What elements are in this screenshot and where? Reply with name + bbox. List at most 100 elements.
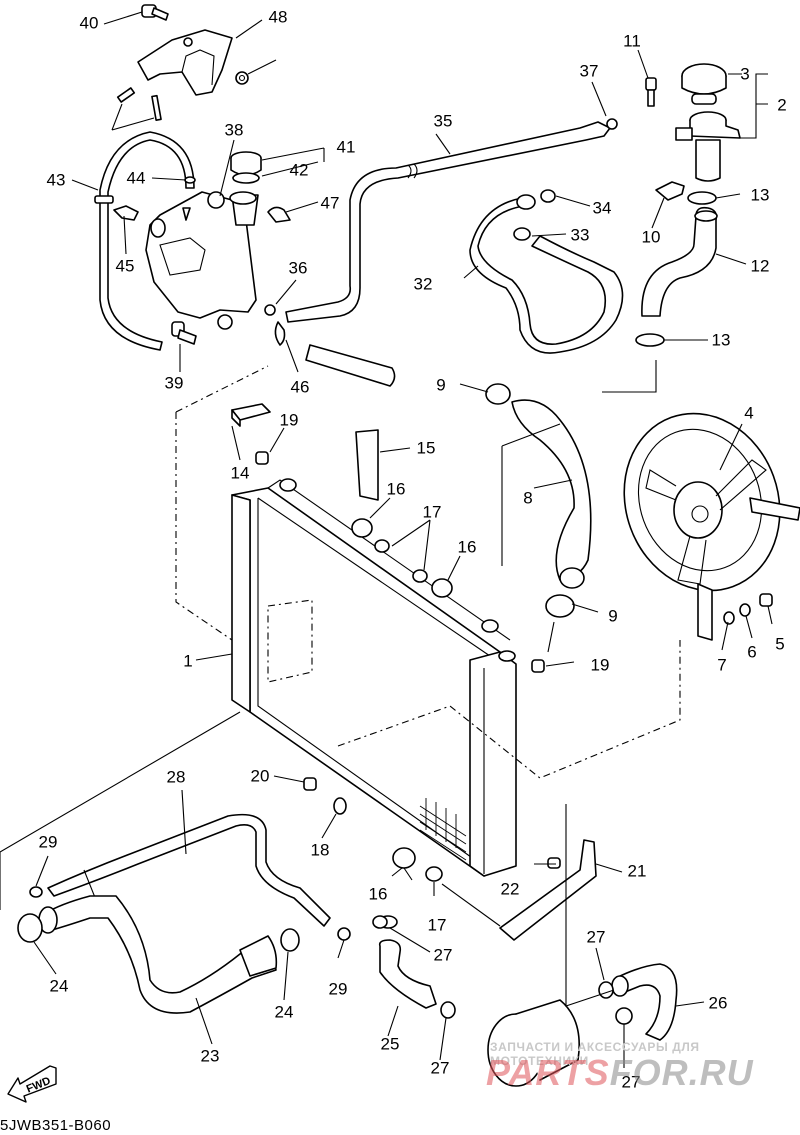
bolt-11 [645, 77, 657, 107]
callout-17-top[interactable]: 17 [422, 502, 442, 522]
callout-34[interactable]: 36 [288, 258, 308, 278]
callout-12[interactable]: 12 [750, 256, 770, 276]
callout-43[interactable]: 45 [115, 256, 135, 276]
callout-4[interactable]: 4 [744, 403, 754, 423]
callout-17-bottom[interactable]: 17 [427, 915, 447, 935]
hose-12 [641, 206, 718, 317]
radiator-body [231, 478, 517, 877]
callout-37[interactable]: 39 [164, 373, 184, 393]
callout-19-left[interactable]: 19 [279, 410, 299, 430]
hose-8 [511, 399, 592, 589]
clamps-9 [485, 383, 575, 618]
leader-lines [33, 11, 773, 1068]
reservoir-cap [229, 151, 262, 205]
callout-9-top[interactable]: 9 [436, 375, 446, 395]
callout-8[interactable]: 8 [523, 488, 533, 508]
clamp-31 [513, 227, 531, 241]
fwd-arrow-icon: FWD [7, 1065, 57, 1103]
callout-42[interactable]: 44 [126, 168, 146, 188]
callout-24-left[interactable]: 24 [49, 976, 69, 996]
clamp-32 [540, 189, 556, 203]
callout-46[interactable]: 48 [268, 7, 288, 27]
callout-38[interactable]: 40 [79, 13, 99, 33]
reservoir-cover [137, 29, 233, 96]
water-pump-housing [487, 999, 580, 1087]
hose-28 [47, 813, 331, 927]
callout-13-bottom[interactable]: 13 [711, 330, 731, 350]
clamps-24-29 [17, 886, 351, 952]
diagram-code: 5JWB351-B060 [0, 1117, 112, 1134]
construction-line [565, 804, 615, 1007]
hose-26 [611, 963, 678, 1041]
clamp-13-top [687, 191, 717, 205]
callout-40[interactable]: 42 [289, 160, 309, 180]
bolt-20-washer-18 [303, 777, 347, 815]
callout-10[interactable]: 10 [641, 227, 661, 247]
watermark-brand: PARTSFOR.RU [486, 1052, 754, 1094]
callout-29-left[interactable]: 29 [38, 832, 58, 852]
callout-3[interactable]: 3 [740, 64, 750, 84]
callout-6[interactable]: 6 [747, 642, 757, 662]
callout-27-d[interactable]: 27 [621, 1072, 641, 1092]
damper-15 [355, 429, 379, 501]
callout-16-top[interactable]: 16 [386, 479, 406, 499]
callout-9-bottom[interactable]: 9 [608, 606, 618, 626]
radiator-cap [681, 63, 727, 105]
callout-45[interactable]: 47 [320, 193, 340, 213]
callout-7[interactable]: 7 [717, 655, 727, 675]
callout-32[interactable]: 34 [592, 198, 612, 218]
callout-24-right[interactable]: 24 [274, 1002, 294, 1022]
callout-1[interactable]: 1 [183, 651, 193, 671]
callout-33[interactable]: 35 [433, 111, 453, 131]
callout-21[interactable]: 21 [627, 861, 647, 881]
callout-11[interactable]: 11 [623, 31, 641, 51]
watermark-brand-part1: PARTS [486, 1052, 610, 1093]
nut-48 [235, 71, 249, 85]
callout-19-right[interactable]: 19 [590, 655, 610, 675]
clamp-13-bottom [635, 333, 665, 347]
construction-line [175, 412, 233, 641]
callout-36[interactable]: 38 [224, 120, 244, 140]
callout-13-top[interactable]: 13 [750, 185, 770, 205]
callout-27-c[interactable]: 27 [586, 927, 606, 947]
callout-5[interactable]: 5 [775, 634, 785, 654]
callout-22[interactable]: 22 [500, 879, 520, 899]
callout-18[interactable]: 18 [310, 840, 330, 860]
callout-23[interactable]: 23 [200, 1046, 220, 1066]
callout-31[interactable]: 33 [570, 225, 590, 245]
cooling-fan-4 [623, 412, 800, 641]
callout-35[interactable]: 37 [579, 61, 599, 81]
callout-15[interactable]: 15 [416, 438, 436, 458]
hose-23 [38, 895, 278, 1014]
callout-25[interactable]: 25 [380, 1034, 400, 1054]
callout-30[interactable]: 32 [413, 274, 433, 294]
collars-17 [374, 539, 443, 882]
filler-neck [675, 111, 741, 182]
fasteners-5-6-7 [723, 593, 773, 625]
clip-35 [606, 118, 618, 130]
callout-39[interactable]: 41 [336, 137, 356, 157]
construction-line [501, 360, 657, 566]
damper-14 [231, 403, 271, 427]
callout-41[interactable]: 43 [46, 170, 66, 190]
callout-16-mid[interactable]: 16 [457, 537, 477, 557]
construction-line [337, 640, 681, 779]
callout-28[interactable]: 28 [166, 767, 186, 787]
callout-14[interactable]: 14 [230, 463, 250, 483]
callout-29-right[interactable]: 29 [328, 979, 348, 999]
clip-44 [274, 321, 286, 346]
watermark-brand-part2: FOR.RU [609, 1052, 754, 1093]
bracket-10 [655, 181, 685, 201]
construction-line [0, 711, 241, 910]
callout-16-bottom[interactable]: 16 [368, 884, 388, 904]
construction-line [175, 365, 269, 413]
callout-20[interactable]: 20 [250, 766, 270, 786]
callout-27-a[interactable]: 27 [433, 945, 453, 965]
callout-26[interactable]: 26 [708, 993, 728, 1013]
hose-short-44 [305, 344, 396, 387]
callout-44[interactable]: 46 [290, 377, 310, 397]
callout-2[interactable]: 2 [777, 95, 787, 115]
callout-27-b[interactable]: 27 [430, 1058, 450, 1078]
